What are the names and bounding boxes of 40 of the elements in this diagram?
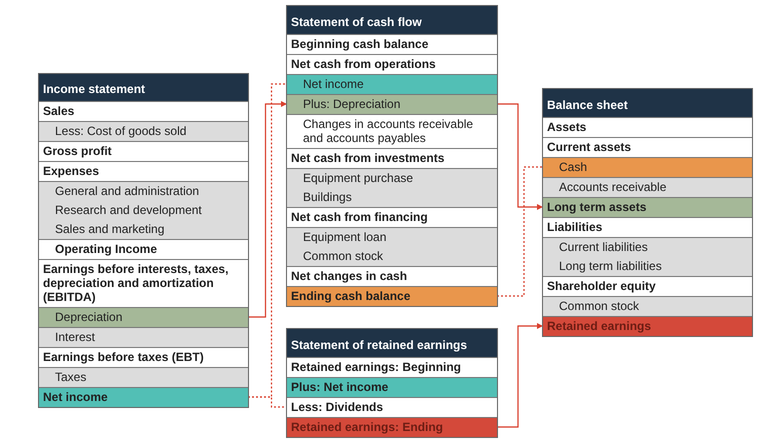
table-row: Less: Cost of goods sold bbox=[39, 121, 248, 141]
table-row: Operating Income bbox=[39, 239, 248, 259]
table-row: Current liabilities bbox=[543, 237, 752, 257]
arrow bbox=[248, 101, 287, 318]
table-row: Long term liabilities bbox=[543, 257, 752, 276]
table-row: Retained earnings bbox=[543, 316, 752, 336]
table-row: Common stock bbox=[543, 296, 752, 316]
table-row: Changes in accounts receivable and accounts payables bbox=[287, 114, 497, 148]
table-row: Net income bbox=[287, 74, 497, 94]
arrow bbox=[497, 323, 543, 428]
table-row: General and administration bbox=[39, 181, 248, 201]
table-header: Statement of retained earnings bbox=[287, 329, 497, 357]
table-row: Accounts receivable bbox=[543, 177, 752, 197]
table-row: Assets bbox=[543, 117, 752, 137]
table-row: Ending cash balance bbox=[287, 286, 497, 306]
table-header: Statement of cash flow bbox=[287, 6, 497, 34]
table-header: Balance sheet bbox=[543, 89, 752, 117]
arrow bbox=[497, 103, 543, 210]
table-row: Net income bbox=[39, 387, 248, 407]
table-row: Plus: Net income bbox=[287, 377, 497, 397]
table-row: Plus: Depreciation bbox=[287, 94, 497, 114]
table-header: Income statement bbox=[39, 74, 248, 101]
statement-table bbox=[542, 88, 753, 337]
table-row: Beginning cash balance bbox=[287, 34, 497, 54]
table-row: Depreciation bbox=[39, 307, 248, 327]
table-row: Cash bbox=[543, 157, 752, 177]
statement-table bbox=[286, 5, 498, 307]
table-row: Research and development bbox=[39, 201, 248, 220]
table-row: Taxes bbox=[39, 367, 248, 387]
table-row: Equipment purchase bbox=[287, 168, 497, 188]
table-row: Equipment loan bbox=[287, 227, 497, 247]
statement-table bbox=[38, 73, 249, 408]
table-row: Common stock bbox=[287, 247, 497, 266]
table-row: Retained earnings: Ending bbox=[287, 417, 497, 437]
table-row: Buildings bbox=[287, 188, 497, 207]
statement-table bbox=[286, 328, 498, 438]
table-row: Interest bbox=[39, 327, 248, 347]
table-row: Long term assets bbox=[543, 197, 752, 217]
table-row: Sales and marketing bbox=[39, 220, 248, 239]
table-row: Gross profit bbox=[39, 141, 248, 161]
